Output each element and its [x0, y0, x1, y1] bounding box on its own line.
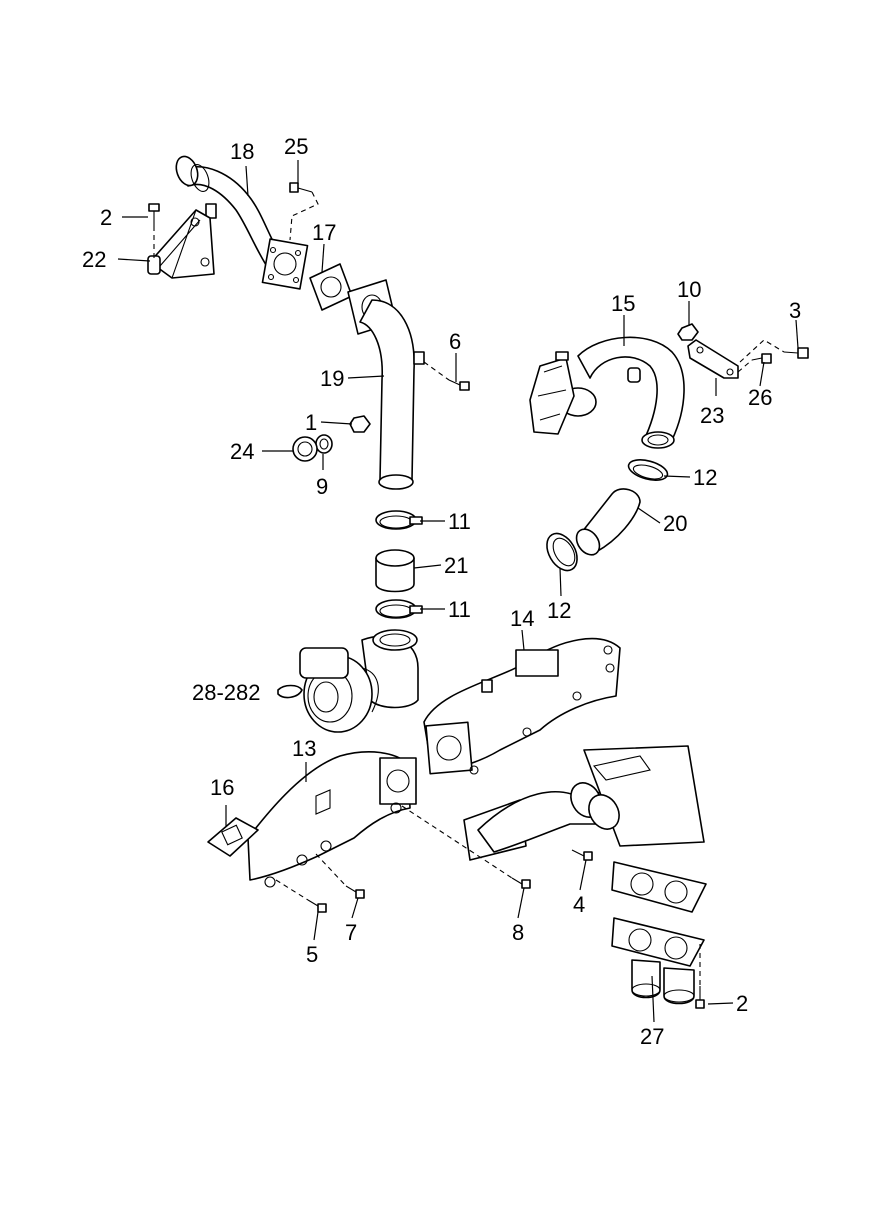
part-13-manifold-front	[247, 751, 417, 888]
part-24-ring	[292, 436, 318, 462]
part-23-bracket	[687, 339, 739, 379]
callout-19: 19	[320, 366, 344, 391]
callout-14: 14	[510, 606, 534, 631]
part-9-washer	[315, 434, 333, 454]
callout-8: 8	[512, 920, 524, 945]
callout-16: 16	[210, 775, 234, 800]
callout-9: 9	[316, 474, 328, 499]
part-12-clamp-lower	[546, 532, 578, 572]
part-7-bolt	[345, 885, 365, 899]
turbocharger	[299, 629, 419, 733]
callout-21: 21	[444, 553, 468, 578]
callout-24: 24	[230, 439, 254, 464]
callout-23: 23	[700, 403, 724, 428]
part-11-clamp-upper	[375, 510, 423, 530]
part-21-sleeve	[375, 549, 415, 593]
part-18-upper-pipe	[175, 155, 309, 290]
callout-28-282: 28-282	[192, 680, 261, 705]
callout-18: 18	[230, 139, 254, 164]
callout-25: 25	[284, 134, 308, 159]
callout-11-lower: 11	[448, 597, 471, 622]
callout-15: 15	[611, 291, 635, 316]
part-26-bolt	[751, 353, 772, 364]
part-5-bolt	[307, 899, 327, 913]
callout-2-top: 2	[100, 205, 112, 230]
callout-2-bottom: 2	[736, 991, 748, 1016]
part-3-bolt	[783, 347, 809, 359]
callout-27: 27	[640, 1024, 664, 1049]
part-27-twin-outlet	[611, 917, 705, 1005]
callout-5: 5	[306, 942, 318, 967]
gasket-twin-hole-upper	[611, 861, 707, 913]
part-2-bolt-bottom	[695, 986, 705, 1009]
callout-7: 7	[345, 920, 357, 945]
callout-10: 10	[677, 277, 701, 302]
callout-12-upper: 12	[693, 465, 717, 490]
callout-20: 20	[663, 511, 687, 536]
callout-17: 17	[312, 220, 336, 245]
callout-12-lower: 12	[547, 598, 571, 623]
part-16-gasket	[207, 817, 259, 857]
part-25-bolt	[289, 182, 313, 193]
y-pipe-assembly	[463, 745, 705, 861]
callout-11-upper: 11	[448, 509, 471, 534]
part-19-down-pipe	[347, 279, 425, 490]
part-17-gasket	[309, 263, 353, 311]
part-15-pipe-actuator	[529, 336, 685, 449]
part-6-bolt	[448, 379, 470, 391]
part-2-bolt-top	[148, 203, 160, 226]
assembly-dashed-lines	[153, 191, 785, 986]
callout-6: 6	[449, 329, 461, 354]
callout-3: 3	[789, 298, 801, 323]
part-1-nut	[349, 415, 371, 433]
callout-1: 1	[305, 410, 317, 435]
callout-4: 4	[573, 892, 585, 917]
callout-22: 22	[82, 247, 106, 272]
part-20-hose	[575, 488, 641, 556]
part-22-bracket	[147, 209, 215, 279]
callout-13: 13	[292, 736, 316, 761]
part-12-clamp-upper	[627, 459, 669, 481]
part-14-manifold-rear	[423, 637, 621, 775]
callout-labels: 18 25 2 22 17 19 6 1 24 9 15 10 3 23 26 …	[82, 134, 801, 1049]
callout-26: 26	[748, 385, 772, 410]
part-8-bolt	[511, 877, 531, 889]
part-28-282-gasket	[277, 684, 303, 699]
part-11-clamp-lower	[375, 599, 423, 619]
part-10-nut	[677, 323, 699, 341]
part-4-bolt	[571, 849, 593, 861]
leader-lines	[117, 160, 799, 1023]
